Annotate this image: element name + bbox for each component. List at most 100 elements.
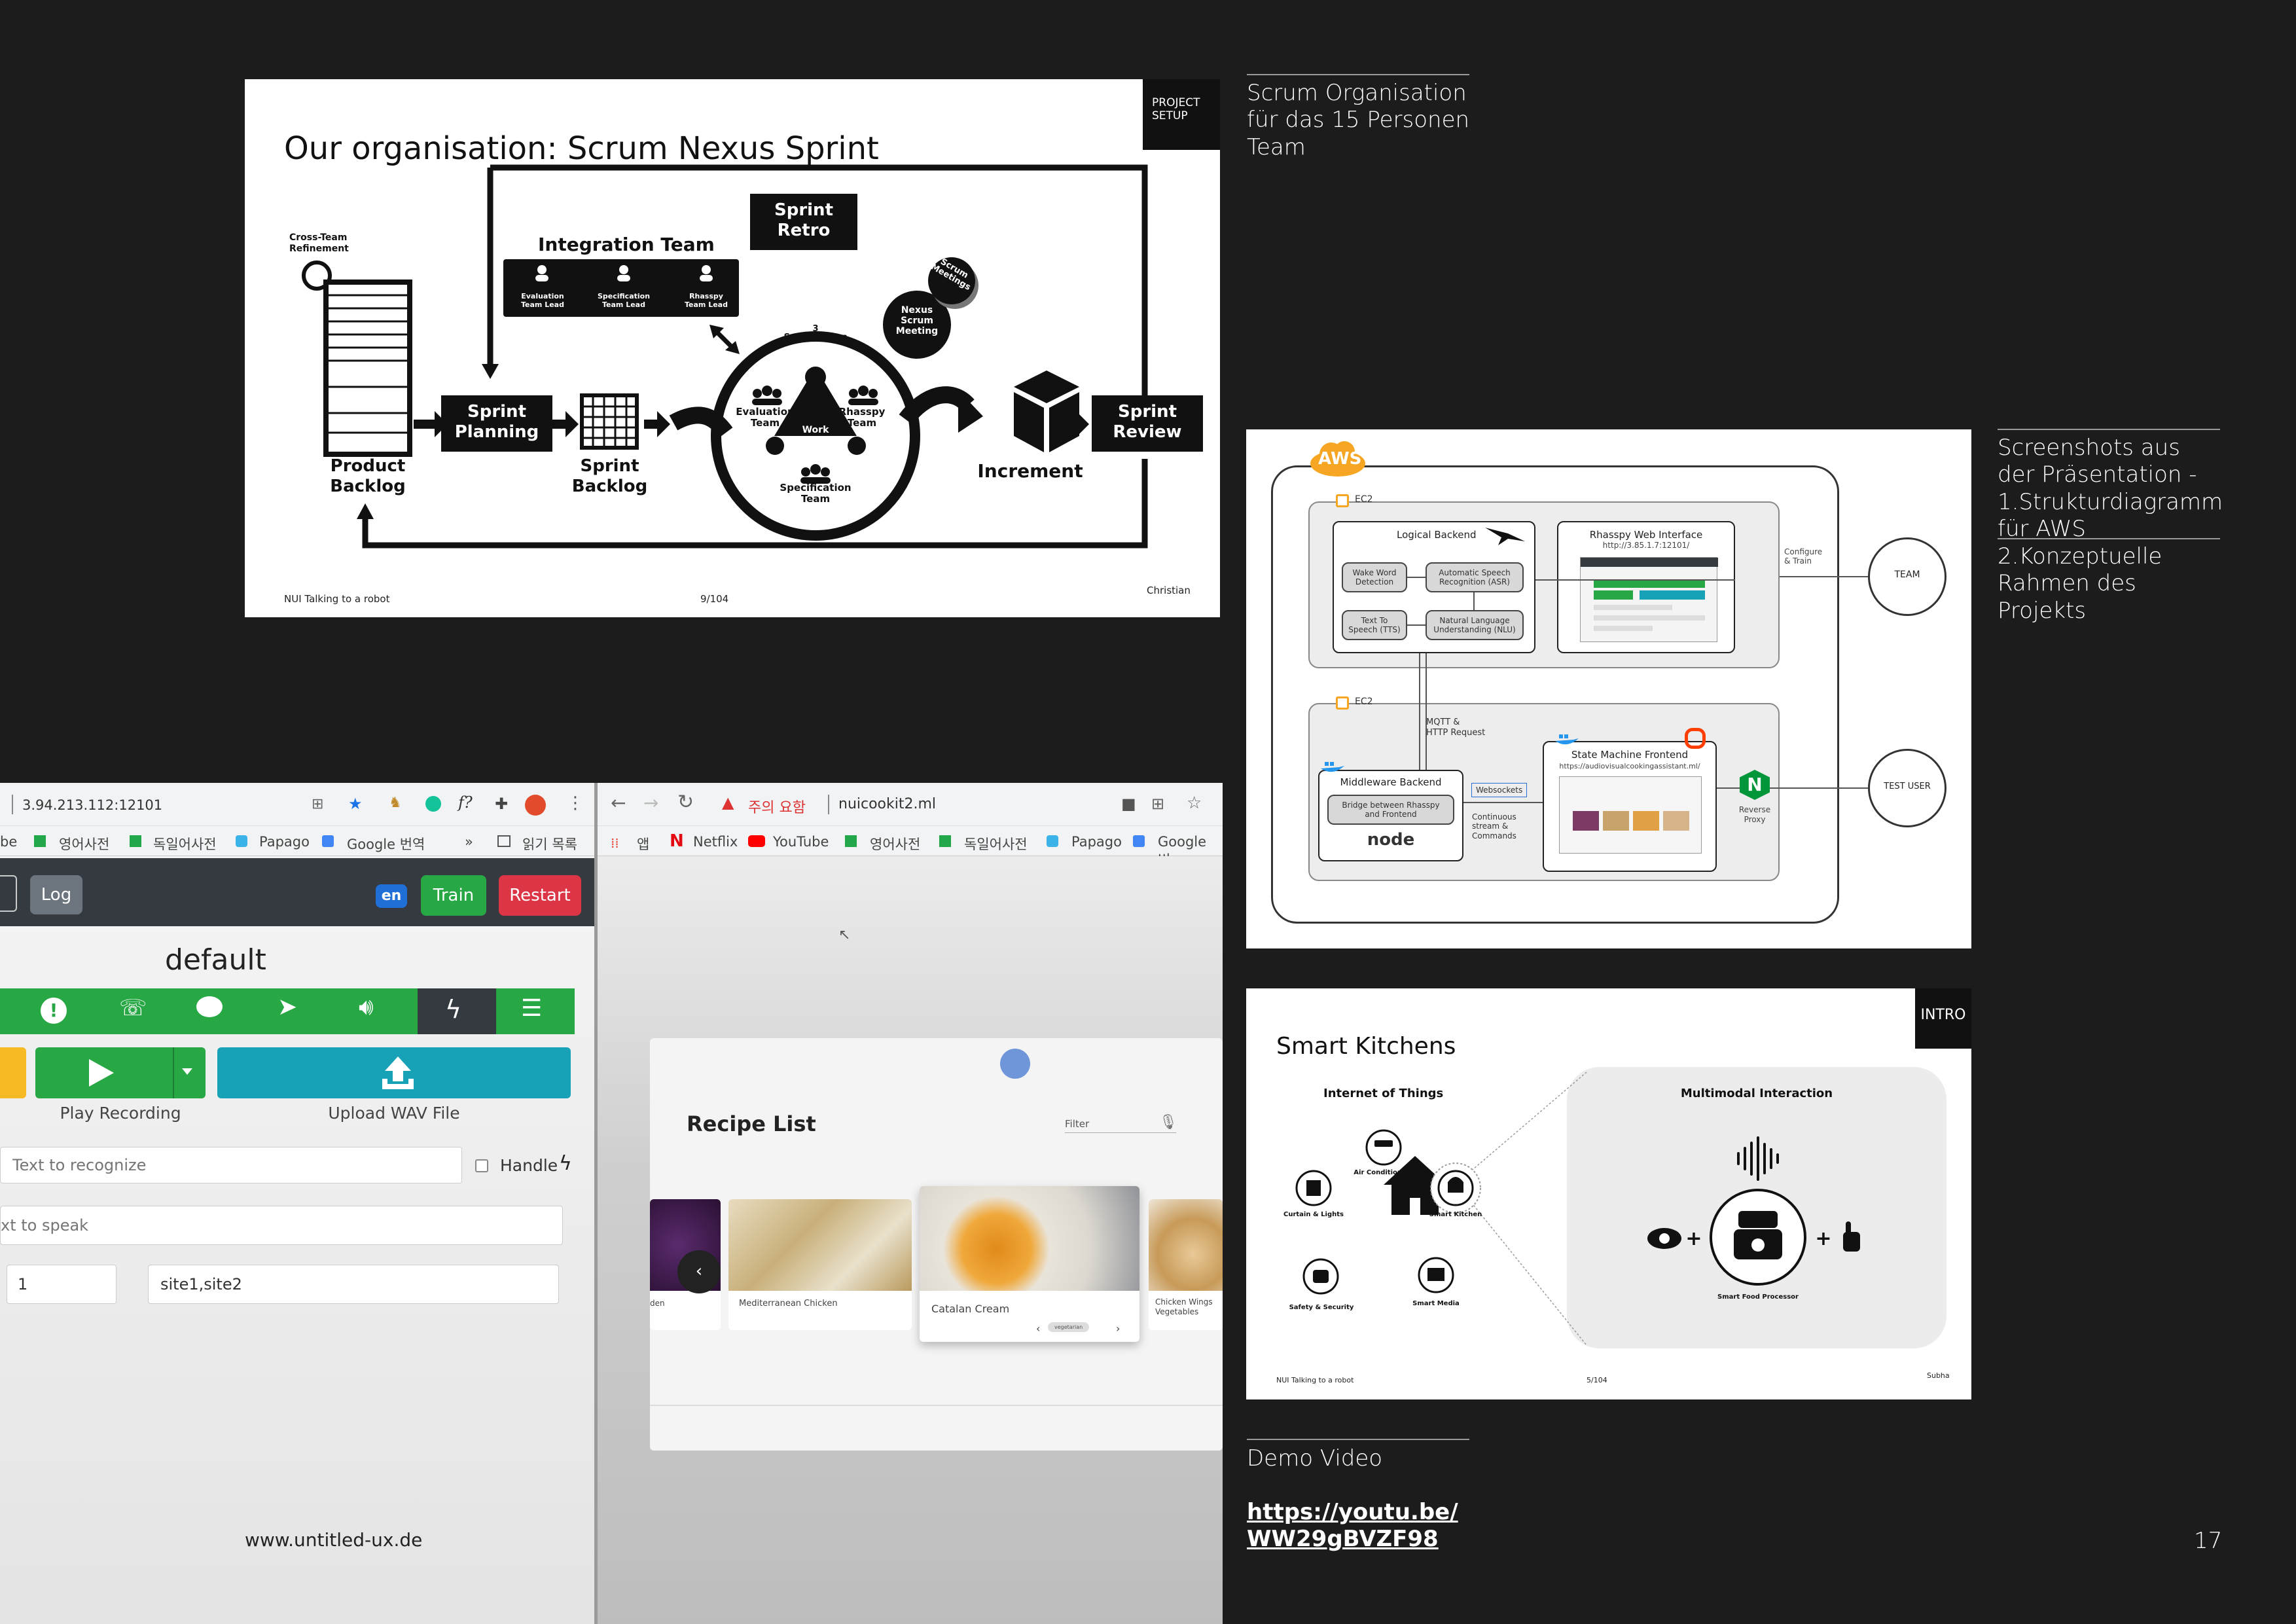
page-number: 17 xyxy=(2194,1528,2223,1554)
upload-wav-button[interactable] xyxy=(217,1047,571,1098)
restart-button[interactable]: Restart xyxy=(499,875,581,916)
carousel-prev-button[interactable]: ‹ xyxy=(677,1250,721,1293)
yellow-button[interactable] xyxy=(0,1047,26,1098)
bookmark[interactable]: 영어사전 xyxy=(870,837,921,852)
sites-input[interactable] xyxy=(148,1265,559,1304)
air-label: Air Conditioning xyxy=(1354,1169,1414,1176)
state-machine-label: State Machine Frontend xyxy=(1571,749,1689,761)
play-recording-button[interactable] xyxy=(35,1047,206,1098)
url-text[interactable]: nuicookit2.ml xyxy=(838,796,937,812)
tag-prev-icon[interactable]: ‹ xyxy=(1036,1322,1041,1335)
bird-logo-icon xyxy=(1482,524,1528,548)
bookmark[interactable]: be xyxy=(0,834,18,850)
bookmark[interactable]: Netflix xyxy=(693,834,738,850)
speaker-icon[interactable]: 🔊︎ xyxy=(359,994,374,1020)
recipe-card[interactable]: Mediterranean Chicken xyxy=(728,1199,912,1330)
bookmark[interactable]: Papago xyxy=(1071,834,1122,850)
text-recognize-input[interactable] xyxy=(0,1147,462,1183)
phone-icon[interactable]: ☏ xyxy=(119,995,147,1021)
safety-label: Safety & Security xyxy=(1289,1304,1354,1311)
url-text[interactable]: 3.94.213.112:12101 xyxy=(22,797,163,813)
bookmark[interactable]: Google 번역 xyxy=(347,837,425,852)
chevron-down-icon xyxy=(182,1068,192,1075)
nlu-box: Natural Language Understanding (NLU) xyxy=(1426,610,1524,640)
dropdown-button[interactable] xyxy=(0,875,17,912)
recipe-card[interactable]: Chicken Wings Vegetables xyxy=(1149,1199,1223,1330)
extension-icon[interactable]: ♞ xyxy=(389,795,402,811)
recipe-image xyxy=(1149,1199,1223,1291)
rhasspy-mini-screenshot xyxy=(1580,557,1718,642)
bookmark[interactable]: 독일어사전 xyxy=(964,837,1028,852)
camera-icon[interactable]: ■ xyxy=(1121,795,1136,813)
chat-icon[interactable] xyxy=(196,996,223,1017)
send-icon[interactable]: ➤ xyxy=(278,994,298,1020)
apps-icon[interactable]: ⁞⁞ xyxy=(611,835,619,851)
mic-icon[interactable]: 🎙︎ xyxy=(1159,1114,1177,1130)
website-footer[interactable]: www.untitled-ux.de xyxy=(245,1529,423,1551)
sprint-planning-box: Sprint Planning xyxy=(441,395,552,452)
puzzle-icon[interactable]: ✚ xyxy=(495,795,509,813)
train-button[interactable]: Train xyxy=(421,875,486,916)
bookmark[interactable]: 독일어사전 xyxy=(153,837,217,852)
forward-icon[interactable]: → xyxy=(643,792,659,814)
recipe-image xyxy=(728,1199,912,1291)
rhasspy-web-label: Rhasspy Web Interface xyxy=(1589,529,1703,541)
grammarly-icon[interactable] xyxy=(425,796,441,812)
footer-author: Christian xyxy=(1147,585,1191,596)
spec-team-label: Specification Team xyxy=(780,482,852,505)
star-icon[interactable]: ★ xyxy=(348,795,363,813)
demo-video-link[interactable]: https://youtu.be/ WW29gBVZF98 xyxy=(1247,1499,1458,1553)
bookmark-icon xyxy=(130,835,141,847)
number-input[interactable] xyxy=(7,1265,117,1304)
formula-icon[interactable]: f? xyxy=(458,793,473,812)
product-backlog-label: Product Backlog xyxy=(330,456,406,497)
alert-icon[interactable]: ! xyxy=(41,998,67,1024)
translate-icon[interactable]: ⊞ xyxy=(1151,795,1165,813)
processor-label: Smart Food Processor xyxy=(1717,1293,1799,1301)
team-label: TEAM xyxy=(1894,569,1920,580)
aws-connectors xyxy=(1407,576,1868,803)
bookmark[interactable]: 영어사전 xyxy=(59,837,110,852)
logical-backend-label: Logical Backend xyxy=(1397,529,1477,541)
recipe-card[interactable]: den xyxy=(650,1199,721,1330)
translate-icon[interactable]: ⊞ xyxy=(312,796,324,812)
ec2-icon xyxy=(1336,494,1349,507)
list-icon[interactable]: ☰ xyxy=(521,995,543,1022)
upload-icon xyxy=(382,1056,414,1089)
filter-label[interactable]: Filter xyxy=(1065,1118,1090,1130)
reload-icon[interactable]: ↻ xyxy=(677,791,694,814)
team-circle xyxy=(1868,537,1946,616)
menu-dots-icon[interactable]: ⋮ xyxy=(567,793,584,813)
bookmark[interactable]: 앱 xyxy=(637,837,650,852)
security-warning[interactable]: 주의 요함 xyxy=(748,800,806,816)
tag-next-icon[interactable]: › xyxy=(1116,1322,1121,1335)
log-button[interactable]: Log xyxy=(30,875,82,914)
curtain-label: Curtain & Lights xyxy=(1283,1211,1344,1218)
kitchen-diagram: + + + xyxy=(1295,1072,1860,1346)
test-user-circle xyxy=(1868,749,1946,827)
language-badge[interactable]: en xyxy=(376,884,407,908)
handle-checkbox[interactable] xyxy=(475,1159,488,1172)
bookmark[interactable]: Papago xyxy=(259,834,310,850)
recipe-card-selected[interactable]: Catalan Cream ‹ vegetarian › xyxy=(920,1186,1139,1342)
window-divider xyxy=(594,783,598,1624)
aws-frame xyxy=(1271,465,1839,924)
websockets-label: Websockets xyxy=(1471,783,1528,797)
footer-left: NUI Talking to a robot xyxy=(1276,1376,1354,1384)
caption-rule xyxy=(1247,74,1469,75)
star-outline-icon[interactable]: ☆ xyxy=(1187,793,1202,813)
profile-icon[interactable] xyxy=(525,795,546,816)
wake-word-box: Wake Word Detection xyxy=(1342,562,1407,592)
bookmark-overflow[interactable]: » xyxy=(465,834,473,850)
media-label: Smart Media xyxy=(1412,1300,1460,1307)
back-icon[interactable]: ← xyxy=(611,792,626,814)
integration-team-box: Evaluation Team Lead Specification Team … xyxy=(503,259,739,317)
cook-mini-screenshot xyxy=(1559,776,1702,854)
tab-active[interactable] xyxy=(418,988,496,1034)
bookmark[interactable]: 읽기 목록 xyxy=(522,837,577,852)
role-evaluation: Evaluation Team Lead xyxy=(521,292,564,310)
bookmark[interactable]: YouTube xyxy=(773,834,829,850)
recipe-tag[interactable]: vegetarian xyxy=(1048,1322,1090,1332)
bookmark-icon xyxy=(34,835,46,847)
text-speak-input[interactable] xyxy=(0,1206,563,1245)
